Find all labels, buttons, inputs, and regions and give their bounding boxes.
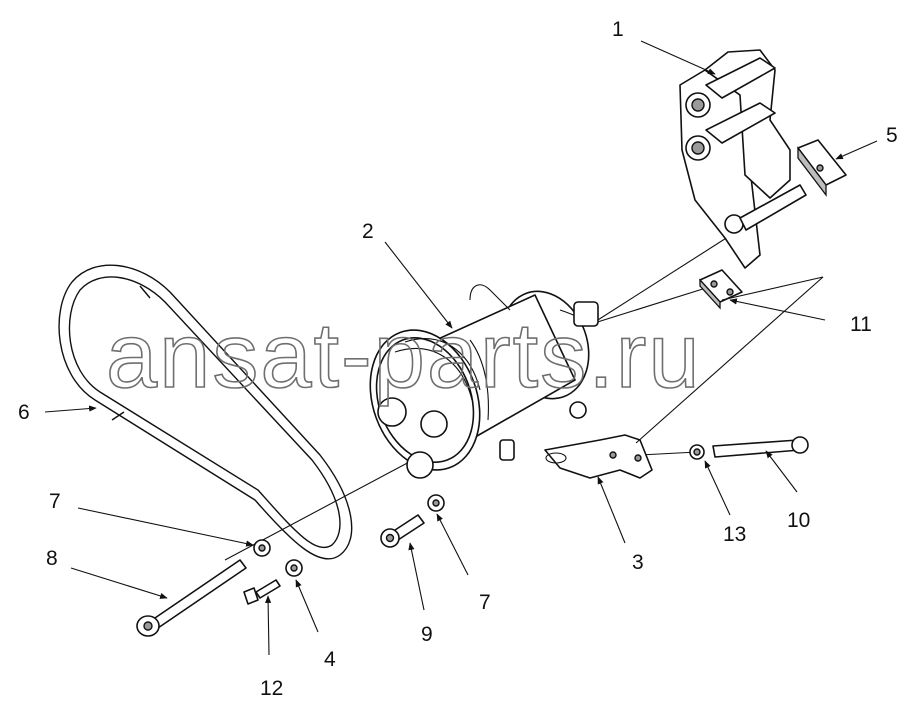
callout-5: 5	[886, 124, 898, 147]
compressor	[369, 284, 599, 479]
callout-10: 10	[787, 509, 810, 532]
callout-1: 1	[612, 18, 624, 41]
callout-7-center: 7	[479, 591, 491, 614]
washer-7-center	[427, 494, 445, 512]
part-5-block	[797, 139, 847, 197]
bolt-12	[243, 579, 281, 605]
callout-2: 2	[362, 220, 374, 243]
callout-4: 4	[324, 648, 336, 671]
watermark-text: ansat-parts.ru	[106, 305, 702, 407]
drive-belt	[58, 264, 353, 560]
callout-9: 9	[421, 623, 433, 646]
tensioner-bracket	[544, 434, 653, 479]
long-bolt-8	[136, 559, 247, 637]
callout-6: 6	[18, 401, 30, 424]
leader-lines	[44, 40, 878, 656]
bolt-9	[380, 514, 425, 548]
long-bolt-10	[712, 436, 809, 458]
mounting-bracket	[679, 49, 807, 269]
washer-7-left	[253, 539, 271, 557]
callout-7-left: 7	[49, 490, 61, 513]
callout-12: 12	[260, 677, 283, 700]
callout-13: 13	[723, 523, 746, 546]
part-11-block	[699, 269, 743, 310]
washer-4	[285, 559, 303, 577]
washer-13	[689, 444, 705, 460]
callout-8: 8	[46, 547, 58, 570]
callout-labels: 1 2 3 4 5 6 7 7 8 9 10 11 12 13	[18, 18, 898, 700]
callout-3: 3	[632, 551, 644, 574]
callout-11: 11	[850, 313, 872, 336]
